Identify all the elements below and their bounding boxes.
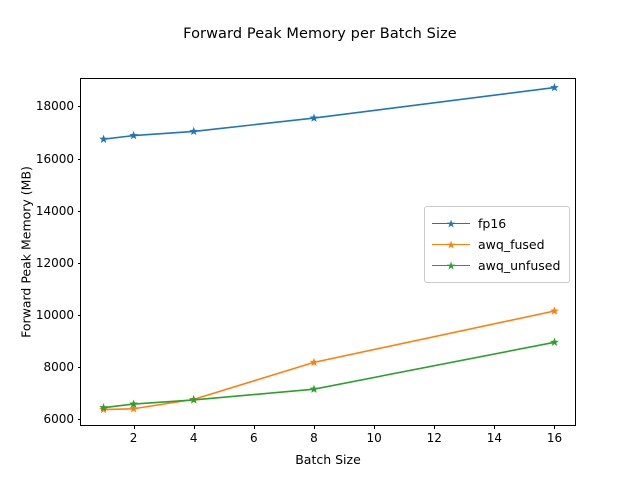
series-canvas xyxy=(99,83,559,414)
series-fp16 xyxy=(99,83,559,143)
data-point-marker xyxy=(189,126,199,136)
y-axis-tick-label: 14000 xyxy=(35,203,74,218)
legend-star-icon: ★ xyxy=(446,217,456,230)
y-axis-tick-label: 6000 xyxy=(43,412,74,427)
y-axis-tick xyxy=(77,314,81,316)
data-point-marker xyxy=(99,403,108,412)
series-awq_fused xyxy=(99,306,559,414)
y-axis-tick xyxy=(77,367,81,369)
series-line xyxy=(103,341,555,409)
legend-item-awq_unfused[interactable]: ★ awq_unfused xyxy=(432,255,560,276)
y-axis-tick xyxy=(77,158,81,160)
x-axis-tick xyxy=(434,425,436,429)
y-axis-tick-label: 12000 xyxy=(35,255,74,270)
plot-area: 6000 8000 10000 12000 14000 16000 18000 2 4 6 8 10 1… xyxy=(36,78,576,445)
legend-item-awq_fused[interactable]: ★ awq_fused xyxy=(432,234,560,255)
y-axis-tick xyxy=(77,419,81,421)
x-axis-tick xyxy=(253,425,255,429)
legend-star-icon: ★ xyxy=(446,238,456,251)
x-axis-tick-label: 16 xyxy=(546,431,563,445)
y-axis-tick-label: 10000 xyxy=(35,307,74,322)
legend: ★ fp16 ★ awq_fused ★ awq_unfused xyxy=(424,206,571,283)
x-axis-tick xyxy=(193,425,195,429)
series-line xyxy=(103,86,555,141)
y-axis-label: Forward Peak Memory (MB) xyxy=(18,166,34,338)
data-point-marker xyxy=(99,134,108,143)
x-axis-tick xyxy=(313,425,315,429)
x-axis-tick xyxy=(554,425,556,429)
data-point-marker xyxy=(550,337,559,346)
legend-line xyxy=(432,264,470,267)
series-awq_unfused xyxy=(99,337,559,412)
data-point-marker xyxy=(550,83,559,92)
legend-label: fp16 xyxy=(478,216,507,231)
data-point-marker xyxy=(189,395,199,404)
y-axis-tick-label: 16000 xyxy=(35,151,74,166)
x-axis-tick-label: 8 xyxy=(310,431,318,445)
x-axis-tick xyxy=(494,425,496,429)
x-axis-tick-label: 10 xyxy=(366,431,382,445)
x-axis-tick-label: 12 xyxy=(426,431,442,445)
y-axis-tick-label: 18000 xyxy=(35,99,74,114)
x-axis-label: Batch Size xyxy=(295,452,361,467)
data-point-marker xyxy=(309,113,319,122)
x-axis-tick xyxy=(133,425,135,429)
y-axis-tick xyxy=(77,262,81,264)
data-point-marker xyxy=(309,357,319,367)
legend-star-icon: ★ xyxy=(446,259,456,272)
series-line xyxy=(103,310,555,411)
legend-marker-icon: ★ xyxy=(432,238,470,252)
data-point-marker xyxy=(550,306,559,315)
legend-marker-icon: ★ xyxy=(432,217,470,231)
legend-line xyxy=(432,243,470,246)
data-point-marker xyxy=(309,384,319,393)
x-axis-tick xyxy=(374,425,376,429)
y-axis-tick-label: 8000 xyxy=(43,360,74,375)
legend-label: awq_unfused xyxy=(478,258,561,273)
x-axis-tick-label: 4 xyxy=(189,431,198,445)
data-point-marker xyxy=(129,130,138,140)
chart-title: Forward Peak Memory per Batch Size xyxy=(183,26,457,42)
legend-label: awq_fused xyxy=(478,237,545,252)
y-axis-tick xyxy=(77,210,81,212)
y-axis-tick xyxy=(77,106,81,108)
x-axis-tick-label: 14 xyxy=(486,431,502,445)
x-axis-tick-label: 2 xyxy=(129,431,138,445)
legend-line xyxy=(432,222,470,225)
legend-item-fp16[interactable]: ★ fp16 xyxy=(432,213,560,234)
data-point-marker xyxy=(129,399,138,408)
data-point-marker xyxy=(129,404,138,413)
x-axis-tick-label: 6 xyxy=(250,431,258,445)
legend-marker-icon: ★ xyxy=(432,259,470,273)
